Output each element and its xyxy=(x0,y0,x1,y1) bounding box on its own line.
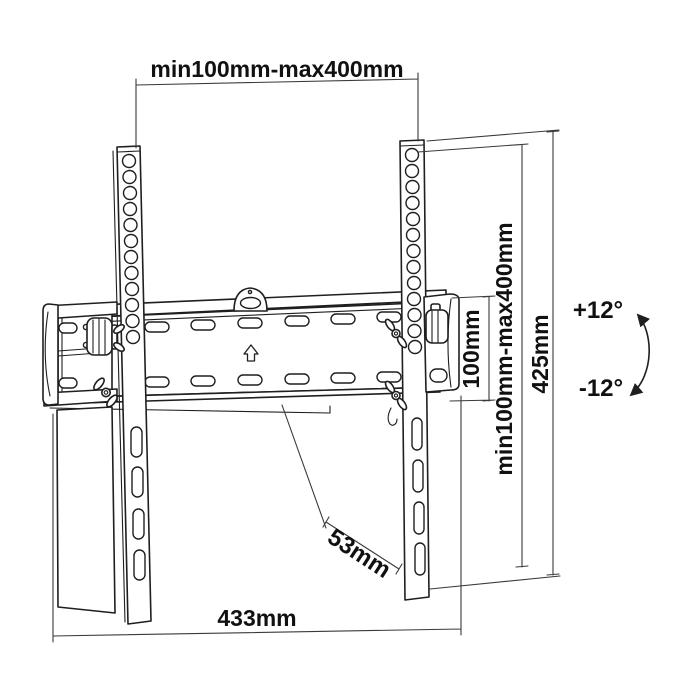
dim-overall-width: 433mm xyxy=(52,395,462,643)
right-upper-wing-nut xyxy=(384,318,408,349)
wall-plate-upper-slots xyxy=(144,311,402,333)
tilt-indicator: +12° -12° xyxy=(573,297,650,402)
left-wing-nut xyxy=(93,377,118,408)
tilt-arc-arrow-icon xyxy=(629,313,650,397)
tilt-lock-knob xyxy=(82,317,126,356)
plate-height-label: 100mm xyxy=(458,309,484,388)
dim-depth: 53mm xyxy=(281,404,403,584)
left-rail-slots xyxy=(130,426,146,581)
vesa-width-label: min100mm-max400mm xyxy=(150,56,403,82)
right-tilt-knob xyxy=(425,303,449,344)
up-arrow-icon xyxy=(243,344,259,362)
left-tv-rail xyxy=(112,145,152,625)
right-tv-rail xyxy=(399,139,430,601)
left-tilt-assembly xyxy=(42,301,126,408)
vesa-height-label: min100mm-max400mm xyxy=(491,222,517,475)
left-rail-holes xyxy=(121,153,141,345)
overall-width-label: 433mm xyxy=(217,605,296,631)
right-lower-wing-nut xyxy=(384,380,408,411)
right-rail-holes xyxy=(404,147,423,355)
left-arm-side-panel xyxy=(56,406,116,614)
right-end-assembly xyxy=(384,293,460,426)
depth-label: 53mm xyxy=(323,523,396,583)
tilt-down-label: -12° xyxy=(579,375,623,402)
safety-hook xyxy=(233,287,268,312)
lock-hook xyxy=(387,407,398,426)
right-rail-slots xyxy=(411,417,426,576)
dim-vesa-width: min100mm-max400mm xyxy=(135,56,419,149)
dim-bracket-height: 425mm xyxy=(426,129,561,590)
wall-plate-lower-slots xyxy=(144,371,402,388)
dim-vesa-height: min100mm-max400mm xyxy=(417,143,529,568)
tilt-up-label: +12° xyxy=(573,297,623,324)
bracket-height-label: 425mm xyxy=(527,314,553,393)
wall-plate xyxy=(49,287,447,414)
dim-plate-height: 100mm xyxy=(449,295,496,402)
